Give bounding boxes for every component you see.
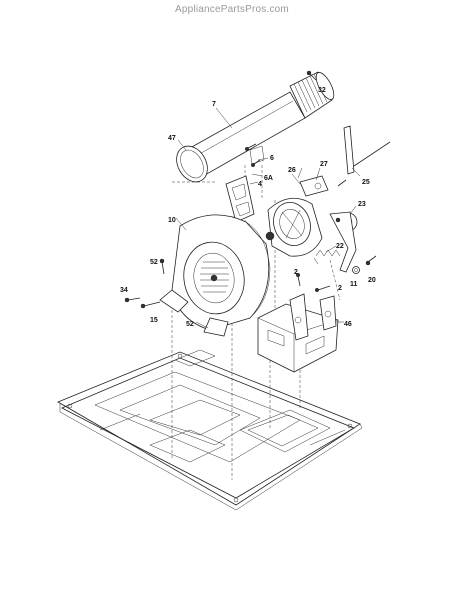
callout-2-right: 2 xyxy=(338,285,342,292)
callout-6: 6 xyxy=(270,155,274,162)
callout-26: 26 xyxy=(288,167,296,174)
callout-2-left: 2 xyxy=(294,269,298,276)
belt-rod xyxy=(343,125,391,175)
callout-47: 47 xyxy=(168,135,176,142)
callout-leaders xyxy=(175,107,361,329)
idler-spring xyxy=(313,249,341,265)
callout-46: 46 xyxy=(344,321,352,328)
callout-23: 23 xyxy=(358,201,366,208)
callout-labels: 32 7 47 6 6A 4 26 27 25 23 10 22 52 2 2 … xyxy=(120,87,376,328)
callout-27: 27 xyxy=(320,161,328,168)
callout-20: 20 xyxy=(368,277,376,284)
callout-7: 7 xyxy=(212,101,216,108)
base-plate xyxy=(57,349,363,511)
callout-6a: 6A xyxy=(264,175,273,182)
callout-11: 11 xyxy=(350,281,358,288)
drive-motor-assembly xyxy=(265,167,329,257)
callout-10: 10 xyxy=(168,217,176,224)
mount-bracket xyxy=(225,175,255,223)
watermark-text: AppliancePartsPros.com xyxy=(175,4,289,15)
blower-housing xyxy=(159,214,271,337)
callout-32: 32 xyxy=(318,87,326,94)
callout-15: 15 xyxy=(150,317,158,324)
callout-22: 22 xyxy=(336,243,344,250)
callout-52-upper: 52 xyxy=(150,259,158,266)
idler-pulley-arm xyxy=(329,211,358,273)
callout-34: 34 xyxy=(120,287,128,294)
duct-clamp-ring xyxy=(176,145,208,183)
motor-mount-bracket xyxy=(257,293,339,373)
fasteners xyxy=(124,70,377,309)
callout-52-lower: 52 xyxy=(186,321,194,328)
callout-25: 25 xyxy=(362,179,370,186)
callout-4: 4 xyxy=(258,181,262,188)
exhaust-duct xyxy=(176,71,335,183)
